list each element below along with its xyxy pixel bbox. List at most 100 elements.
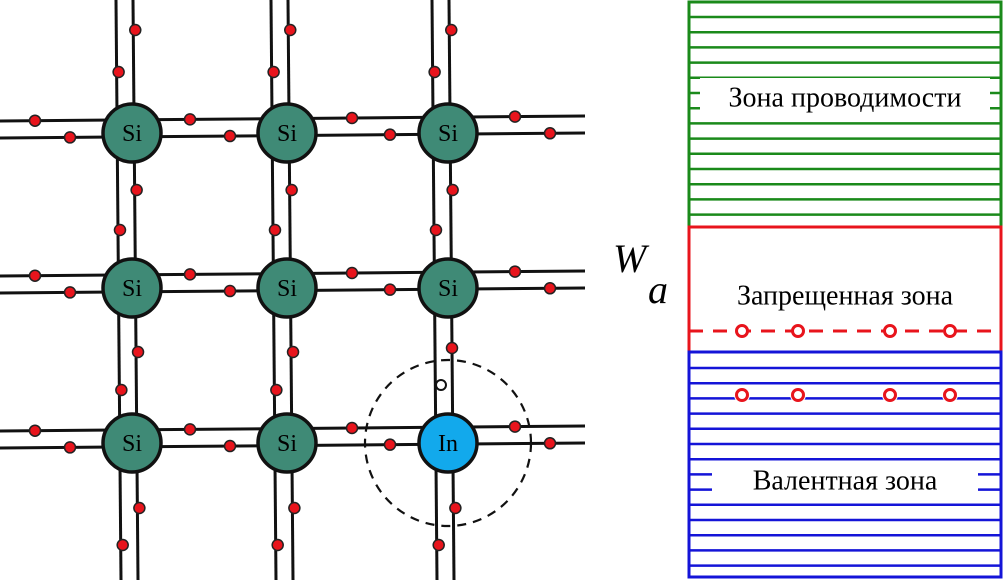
electron [383, 128, 397, 141]
electron [223, 129, 237, 143]
atom-body [256, 257, 318, 319]
atom-body [256, 102, 318, 164]
electron [445, 341, 459, 355]
atom-body [417, 257, 479, 319]
electron [543, 282, 557, 295]
acceptor-level-electrons [735, 324, 957, 338]
electron [223, 284, 237, 298]
atom-body [101, 102, 163, 164]
activation-energy-label: W a [613, 236, 668, 312]
electron [116, 538, 129, 552]
electron [131, 345, 145, 359]
indium-atom: In [417, 412, 479, 474]
silicon-atom: Si [101, 102, 163, 164]
electron [115, 383, 128, 397]
electron [183, 423, 197, 436]
silicon-atom: Si [256, 257, 318, 319]
energy-band-diagram: Зона проводимости Запрещенная зона Вален… [613, 0, 1003, 579]
electron [446, 183, 459, 197]
atom-symbol: Si [277, 276, 297, 302]
acceptor-electron [791, 324, 805, 338]
valence-hole [791, 388, 805, 402]
valence-hole [943, 388, 957, 402]
electron [28, 114, 42, 127]
electron [288, 501, 301, 515]
conduction-band: Зона проводимости [687, 0, 1003, 230]
electron [285, 183, 298, 197]
atom-body [256, 412, 318, 474]
electron [284, 23, 297, 37]
electron [28, 424, 42, 437]
electron [129, 23, 142, 37]
electron [345, 266, 359, 280]
electron [183, 113, 197, 126]
silicon-atom: Si [101, 257, 163, 319]
electron [63, 286, 77, 299]
silicon-atom: Si [256, 412, 318, 474]
electron [345, 421, 359, 435]
electron [28, 269, 42, 282]
hole-in-bond [435, 379, 447, 391]
conduction-band-label-bg [700, 78, 990, 118]
electron [508, 110, 522, 123]
valence-hole [735, 388, 749, 402]
atom-symbol: Si [122, 431, 142, 457]
silicon-atom: Si [256, 102, 318, 164]
electron [63, 131, 77, 144]
electron [445, 23, 458, 37]
silicon-atom: Si [417, 257, 479, 319]
electron [508, 265, 522, 278]
forbidden-band: Запрещенная зона [687, 225, 1003, 354]
electron [543, 437, 557, 450]
electron [449, 501, 462, 515]
atom-symbol: Si [438, 121, 458, 147]
electron [508, 420, 522, 433]
electron [383, 283, 397, 296]
atom-symbol: Si [277, 121, 297, 147]
silicon-atom: Si [101, 412, 163, 474]
atom-body [101, 412, 163, 474]
valence-band-label-bg [712, 461, 978, 501]
electron [268, 223, 282, 237]
electron [286, 345, 300, 359]
electron [130, 183, 143, 197]
activation-energy-subscript: a [648, 267, 668, 312]
electron [432, 538, 445, 552]
valence-band: Валентная зона [687, 350, 1003, 579]
electron [271, 538, 284, 552]
electron [543, 127, 557, 140]
electron [113, 223, 127, 237]
atom-body [417, 412, 479, 474]
atom-symbol: Si [122, 121, 142, 147]
acceptor-dashed-circle [363, 358, 533, 528]
electron [133, 501, 146, 515]
electron [429, 223, 443, 237]
conduction-band-label: Зона проводимости [729, 83, 962, 114]
atom-body [417, 102, 479, 164]
atom-symbol: Si [438, 276, 458, 302]
valence-band-holes [734, 387, 958, 403]
atom-symbol: In [438, 431, 458, 457]
acceptor-electron [883, 324, 897, 338]
atom-body [101, 257, 163, 319]
bond-electrons [28, 23, 557, 552]
atom-symbol: Si [277, 431, 297, 457]
electron [383, 438, 397, 451]
valence-band-label: Валентная зона [753, 466, 938, 497]
forbidden-band-label: Запрещенная зона [737, 281, 954, 312]
electron [267, 65, 280, 79]
activation-energy-symbol: W [613, 236, 650, 281]
silicon-atom: Si [417, 102, 479, 164]
acceptor-electron [735, 324, 749, 338]
acceptor-electron [943, 324, 957, 338]
electron [63, 441, 77, 454]
atom-symbol: Si [122, 276, 142, 302]
electron [428, 65, 441, 79]
electron [112, 65, 125, 79]
electron [345, 111, 359, 125]
valence-hole [883, 388, 897, 402]
